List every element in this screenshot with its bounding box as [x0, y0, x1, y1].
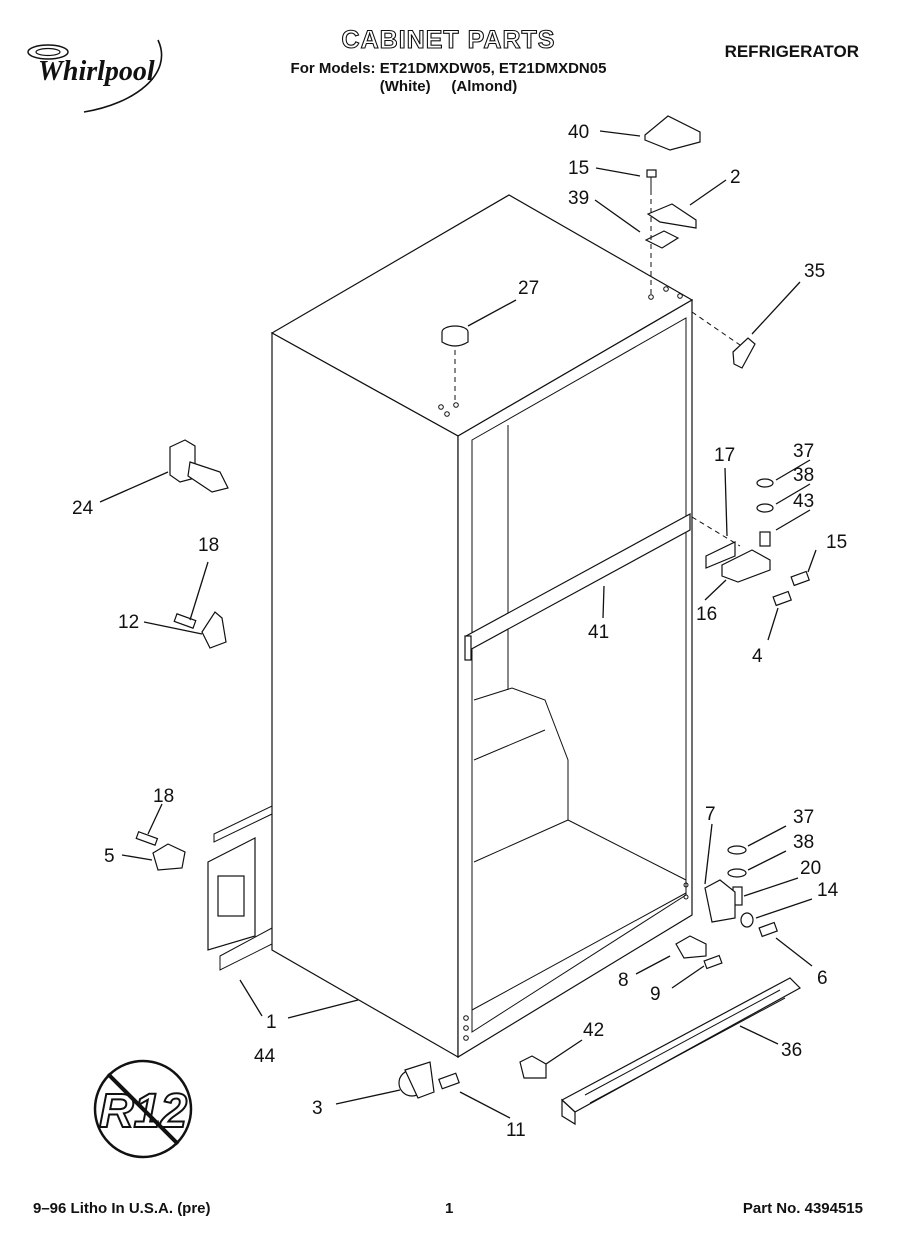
r12-badge: R12	[93, 1059, 193, 1159]
callout-6: 6	[817, 968, 828, 989]
washer-38-lower	[727, 868, 747, 878]
callout-16: 16	[696, 604, 717, 625]
r12-text: R12	[99, 1085, 187, 1138]
callout-37: 37	[793, 441, 814, 462]
grille-clip	[519, 1055, 547, 1079]
callout-41: 41	[588, 622, 609, 643]
washer-38-upper	[756, 503, 774, 513]
hinge-pin-upper	[759, 531, 771, 547]
callout-1: 1	[266, 1012, 277, 1033]
hinge-shim	[644, 230, 680, 249]
bracket-8	[675, 935, 707, 959]
top-hinge-cover	[644, 115, 701, 151]
callout-15: 15	[568, 158, 589, 179]
callout-2: 2	[730, 167, 741, 188]
washer-37-upper	[756, 478, 774, 488]
callout-9: 9	[650, 984, 661, 1005]
callout-14: 14	[817, 880, 839, 901]
callout-4: 4	[752, 646, 763, 667]
callout-27: 27	[518, 278, 539, 299]
cabinet-body	[270, 194, 694, 1059]
model-list: For Models: ET21DMXDW05, ET21DMXDN05	[290, 60, 607, 77]
top-plug	[441, 325, 469, 402]
model-colors: (White) (Almond)	[379, 78, 518, 95]
whirlpool-logo: Whirlpool	[27, 39, 163, 113]
callout-5: 5	[104, 846, 115, 867]
screw-4	[772, 590, 792, 607]
washer-37-lower	[727, 845, 747, 855]
callout-8: 8	[618, 970, 629, 991]
callout-43: 43	[793, 491, 814, 512]
callout-17: 17	[714, 445, 735, 466]
screw-9	[703, 954, 723, 970]
toe-grille	[560, 977, 801, 1126]
part-number: Part No. 4394515	[742, 1200, 863, 1217]
hinge-screw-top	[646, 169, 657, 190]
appliance-category: REFRIGERATOR	[724, 42, 859, 61]
callout-40: 40	[568, 122, 589, 143]
callout-35: 35	[804, 261, 825, 282]
hinge-bolt-6	[758, 921, 778, 938]
top-hinge	[646, 203, 697, 229]
page-number: 1	[445, 1200, 454, 1217]
bracket-with-screw	[173, 611, 227, 649]
leveling-leg	[169, 439, 229, 493]
litho-line: 9–96 Litho In U.S.A. (pre)	[33, 1200, 211, 1217]
leader-lines	[99, 130, 817, 1119]
lower-bracket-with-screw	[135, 830, 186, 871]
hinge-cap	[732, 337, 756, 369]
bottom-hinge	[704, 879, 736, 923]
callout-36: 36	[781, 1040, 802, 1061]
callout-3: 3	[312, 1098, 323, 1119]
callout-44: 44	[254, 1046, 276, 1067]
roller-assembly	[398, 1061, 435, 1099]
callout-7: 7	[705, 804, 716, 825]
callout-37: 37	[793, 807, 814, 828]
callout-18: 18	[198, 535, 219, 556]
page-title: CABINET PARTS	[341, 25, 556, 54]
callout-42: 42	[583, 1020, 604, 1041]
callout-18: 18	[153, 786, 174, 807]
callout-39: 39	[568, 188, 589, 209]
side-panel	[207, 805, 273, 971]
screw-15-center	[790, 570, 810, 587]
center-hinge	[691, 516, 771, 583]
callout-11: 11	[506, 1120, 526, 1141]
callout-12: 12	[118, 612, 139, 633]
washer-14	[740, 912, 754, 928]
brand-wordmark: Whirlpool	[38, 56, 155, 87]
callout-24: 24	[72, 498, 94, 519]
callout-38: 38	[793, 465, 814, 486]
callout-20: 20	[800, 858, 821, 879]
roller-screw	[438, 1072, 460, 1090]
callout-15: 15	[826, 532, 847, 553]
callout-38: 38	[793, 832, 814, 853]
